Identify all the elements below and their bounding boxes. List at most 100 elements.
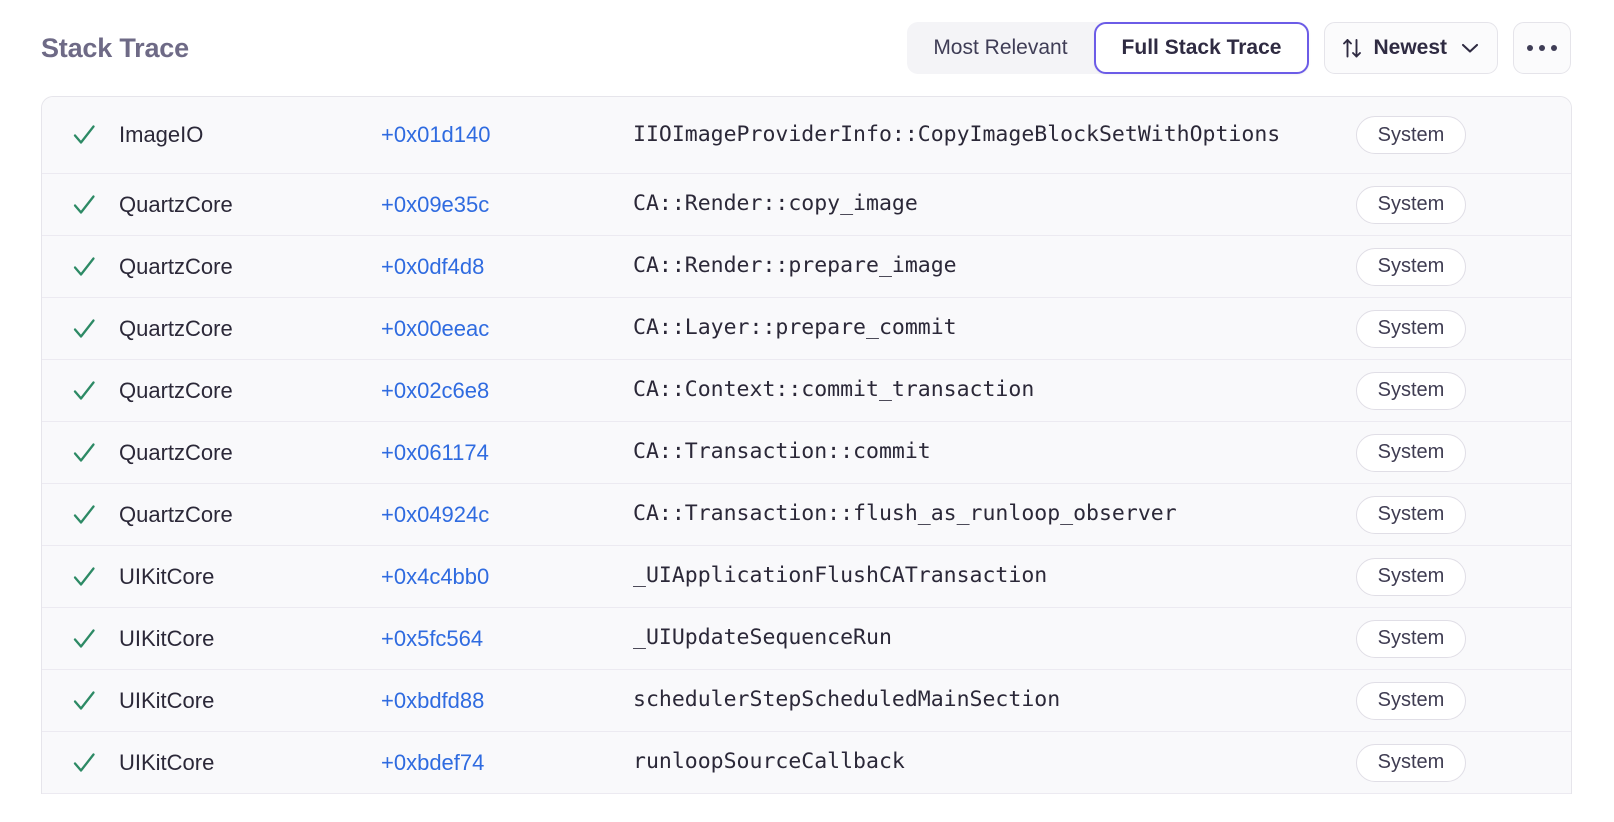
address-offset-link[interactable]: +0xbdfd88 — [381, 687, 485, 713]
table-row[interactable]: QuartzCore +0x02c6e8 CA::Context::commit_t… — [42, 360, 1571, 422]
function-symbol: CA::Transaction::commit — [633, 439, 931, 465]
badge-cell: System — [1323, 619, 1499, 658]
table-row[interactable]: QuartzCore +0x04924c CA::Transaction::flus… — [42, 484, 1571, 546]
status-badge: System — [1355, 557, 1467, 596]
library-name: UIKitCore — [119, 687, 215, 713]
function-symbol: _UIUpdateSequenceRun — [633, 625, 892, 651]
row-checkmark[interactable] — [42, 502, 119, 528]
row-checkmark[interactable] — [42, 626, 119, 652]
badge-cell: System — [1323, 433, 1499, 472]
function-symbol: _UIApplicationFlushCATransaction — [633, 563, 1048, 589]
row-checkmark[interactable] — [42, 254, 119, 280]
address-offset-link[interactable]: +0x09e35c — [381, 191, 490, 217]
status-badge: System — [1355, 743, 1467, 782]
header-controls: Most Relevant Full Stack Trace Newest — [907, 22, 1571, 74]
row-checkmark[interactable] — [42, 122, 119, 148]
tab-full-stack-trace[interactable]: Full Stack Trace — [1093, 22, 1310, 74]
sort-dropdown[interactable]: Newest — [1324, 22, 1498, 74]
function-symbol: CA::Context::commit_transaction — [633, 377, 1035, 403]
row-checkmark[interactable] — [42, 440, 119, 466]
function-symbol: CA::Transaction::flush_as_runloop_observ… — [633, 501, 1177, 527]
chevron-down-icon — [1460, 41, 1480, 55]
panel-header: Stack Trace Most Relevant Full Stack Tra… — [0, 0, 1614, 96]
table-row[interactable]: UIKitCore +0x4c4bb0 _UIApplicationFlushCAT… — [42, 546, 1571, 608]
address-offset-link[interactable]: +0x061174 — [381, 439, 489, 465]
row-checkmark[interactable] — [42, 192, 119, 218]
more-options-button[interactable] — [1513, 22, 1571, 74]
badge-cell: System — [1323, 309, 1499, 348]
check-icon — [71, 378, 97, 404]
row-checkmark[interactable] — [42, 750, 119, 776]
table-row[interactable]: UIKitCore +0x5fc564 _UIUpdateSequenceRun Sy… — [42, 608, 1571, 670]
library-name: QuartzCore — [119, 377, 233, 403]
table-row[interactable]: QuartzCore +0x00eeac CA::Layer::prepare_co… — [42, 298, 1571, 360]
badge-cell: System — [1323, 681, 1499, 720]
status-badge: System — [1355, 116, 1467, 154]
library-name: QuartzCore — [119, 191, 233, 217]
badge-cell: System — [1323, 371, 1499, 410]
address-offset-link[interactable]: +0x01d140 — [381, 122, 491, 147]
check-icon — [71, 626, 97, 652]
ellipsis-icon — [1527, 45, 1533, 51]
view-mode-segmented-control[interactable]: Most Relevant Full Stack Trace — [907, 22, 1310, 74]
stack-trace-table: ImageIO +0x01d140 IIOImageProviderInfo::Co… — [41, 96, 1572, 794]
status-badge: System — [1355, 495, 1467, 534]
tab-most-relevant[interactable]: Most Relevant — [907, 22, 1093, 74]
library-name: UIKitCore — [119, 625, 215, 651]
sort-updown-icon — [1342, 37, 1362, 59]
check-icon — [71, 750, 97, 776]
address-offset-link[interactable]: +0x4c4bb0 — [381, 563, 490, 589]
library-name: QuartzCore — [119, 253, 233, 279]
check-icon — [71, 122, 97, 148]
badge-cell: System — [1323, 247, 1499, 286]
address-offset-link[interactable]: +0xbdef74 — [381, 749, 485, 775]
address-offset-link[interactable]: +0x02c6e8 — [381, 377, 490, 403]
status-badge: System — [1355, 619, 1467, 658]
table-row[interactable]: ImageIO +0x01d140 IIOImageProviderInfo::Co… — [42, 97, 1571, 174]
badge-cell: System — [1323, 557, 1499, 596]
library-name: QuartzCore — [119, 501, 233, 527]
address-offset-link[interactable]: +0x5fc564 — [381, 625, 484, 651]
sort-label: Newest — [1373, 36, 1447, 59]
check-icon — [71, 564, 97, 590]
address-offset-link[interactable]: +0x00eeac — [381, 315, 490, 341]
status-badge: System — [1355, 185, 1467, 224]
row-checkmark[interactable] — [42, 378, 119, 404]
status-badge: System — [1355, 371, 1467, 410]
check-icon — [71, 254, 97, 280]
status-badge: System — [1355, 247, 1467, 286]
table-row[interactable]: QuartzCore +0x0df4d8 CA::Render::prepare_i… — [42, 236, 1571, 298]
row-checkmark[interactable] — [42, 316, 119, 342]
library-name: UIKitCore — [119, 563, 215, 589]
status-badge: System — [1355, 681, 1467, 720]
status-badge: System — [1355, 433, 1467, 472]
check-icon — [71, 688, 97, 714]
table-row[interactable]: UIKitCore +0xbdfd88 schedulerStepScheduled… — [42, 670, 1571, 732]
badge-cell: System — [1323, 495, 1499, 534]
check-icon — [71, 440, 97, 466]
page-title: Stack Trace — [41, 32, 189, 63]
function-symbol: CA::Render::prepare_image — [633, 253, 957, 279]
table-row[interactable]: QuartzCore +0x09e35c CA::Render::copy_imag… — [42, 174, 1571, 236]
address-offset-link[interactable]: +0x0df4d8 — [381, 253, 485, 279]
check-icon — [71, 502, 97, 528]
badge-cell: System — [1323, 185, 1499, 224]
library-name: QuartzCore — [119, 439, 233, 465]
check-icon — [71, 192, 97, 218]
library-name: QuartzCore — [119, 315, 233, 341]
function-symbol: schedulerStepScheduledMainSection — [633, 687, 1061, 713]
table-row[interactable]: QuartzCore +0x061174 CA::Transaction::comm… — [42, 422, 1571, 484]
library-name: ImageIO — [119, 122, 204, 147]
function-symbol: CA::Layer::prepare_commit — [633, 315, 957, 341]
status-badge: System — [1355, 309, 1467, 348]
address-offset-link[interactable]: +0x04924c — [381, 501, 490, 527]
function-symbol: CA::Render::copy_image — [633, 191, 918, 217]
check-icon — [71, 316, 97, 342]
function-symbol: IIOImageProviderInfo::CopyImageBlockSetW… — [633, 121, 1281, 147]
library-name: UIKitCore — [119, 749, 215, 775]
row-checkmark[interactable] — [42, 564, 119, 590]
badge-cell: System — [1323, 743, 1499, 782]
row-checkmark[interactable] — [42, 688, 119, 714]
